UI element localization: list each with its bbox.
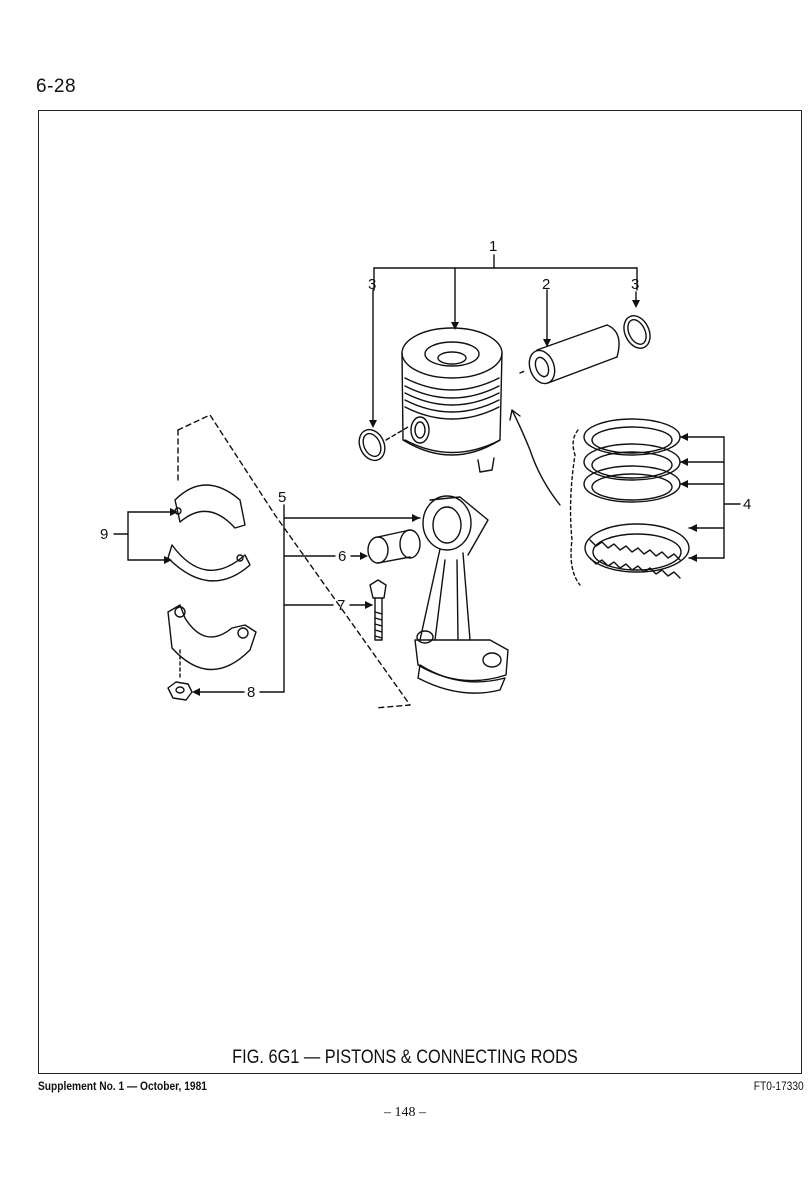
figure-caption: FIG. 6G1 — PISTONS & CONNECTING RODS <box>232 1047 578 1068</box>
callout-7: 7 <box>337 597 345 614</box>
callout-4: 4 <box>743 496 751 513</box>
rod-bushing <box>367 529 421 564</box>
callout-3-right: 3 <box>631 276 639 293</box>
rod-cap <box>167 604 257 671</box>
page-number: 6-28 <box>36 76 77 97</box>
callout-1: 1 <box>489 238 497 255</box>
rod-bolt <box>369 579 387 641</box>
callout-2: 2 <box>542 276 550 293</box>
callout-5: 5 <box>278 489 286 506</box>
supplement-note: Supplement No. 1 — October, 1981 <box>38 1079 207 1093</box>
folio-number: – 148 – <box>384 1105 426 1120</box>
connecting-rod <box>414 495 509 694</box>
figure-frame <box>38 110 802 1074</box>
callout-3-left: 3 <box>368 276 376 293</box>
piston-rings <box>509 409 690 586</box>
callout-8: 8 <box>247 684 255 701</box>
callout-9: 9 <box>100 526 108 543</box>
piston-pin <box>519 324 620 385</box>
bearing-shells <box>167 484 251 582</box>
callout-6: 6 <box>338 548 346 565</box>
piston <box>401 327 503 473</box>
document-code: FT0-17330 <box>754 1079 804 1093</box>
nut <box>167 681 193 701</box>
